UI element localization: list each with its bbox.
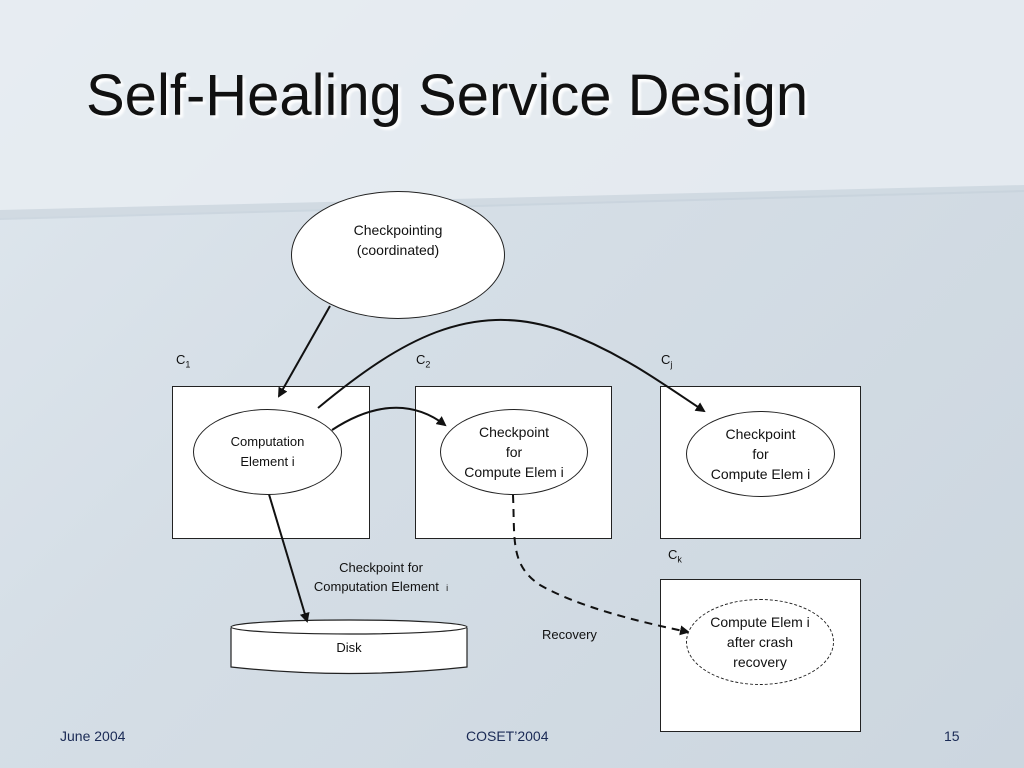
- footer-page-number: 15: [944, 728, 960, 744]
- recovered-element-label: Compute Elem i after crash recovery: [710, 614, 810, 670]
- checkpoint-cj-label: Checkpoint for Compute Elem i: [710, 426, 811, 482]
- footer-date: June 2004: [60, 728, 126, 744]
- arrow-element-to-c2: [331, 406, 447, 431]
- recovery-dashed-arrow: [512, 494, 690, 636]
- disk-arrow-label: Checkpoint for Computation Element i: [313, 560, 449, 594]
- checkpoint-cj-ellipse: Checkpoint for Compute Elem i: [686, 411, 835, 497]
- disk-label: Disk: [336, 640, 362, 655]
- recovered-element-ellipse: Compute Elem i after crash recovery: [686, 599, 834, 685]
- computation-element-ellipse: Computation Element i: [193, 409, 342, 495]
- checkpoint-c2-ellipse: Checkpoint for Compute Elem i: [440, 409, 588, 495]
- coordinator-ellipse: Checkpointing (coordinated): [291, 191, 505, 319]
- arrow-element-to-disk: [264, 480, 310, 623]
- background-band: [0, 0, 1024, 220]
- ck-label: Ck: [668, 547, 682, 565]
- recovery-label: Recovery: [542, 627, 597, 642]
- footer-conference: COSET’2004: [466, 728, 549, 744]
- cj-label: Cj: [661, 352, 673, 370]
- arrow-coordinator-to-element: [278, 305, 331, 398]
- coordinator-label: Checkpointing (coordinated): [353, 222, 443, 258]
- slide-title: Self-Healing Service Design: [86, 63, 809, 128]
- c2-label: C2: [416, 352, 431, 370]
- computation-element-label: Computation Element i: [230, 434, 305, 469]
- arrow-element-to-cj: [317, 318, 706, 413]
- c1-label: C1: [176, 352, 191, 370]
- checkpoint-c2-label: Checkpoint for Compute Elem i: [464, 424, 564, 480]
